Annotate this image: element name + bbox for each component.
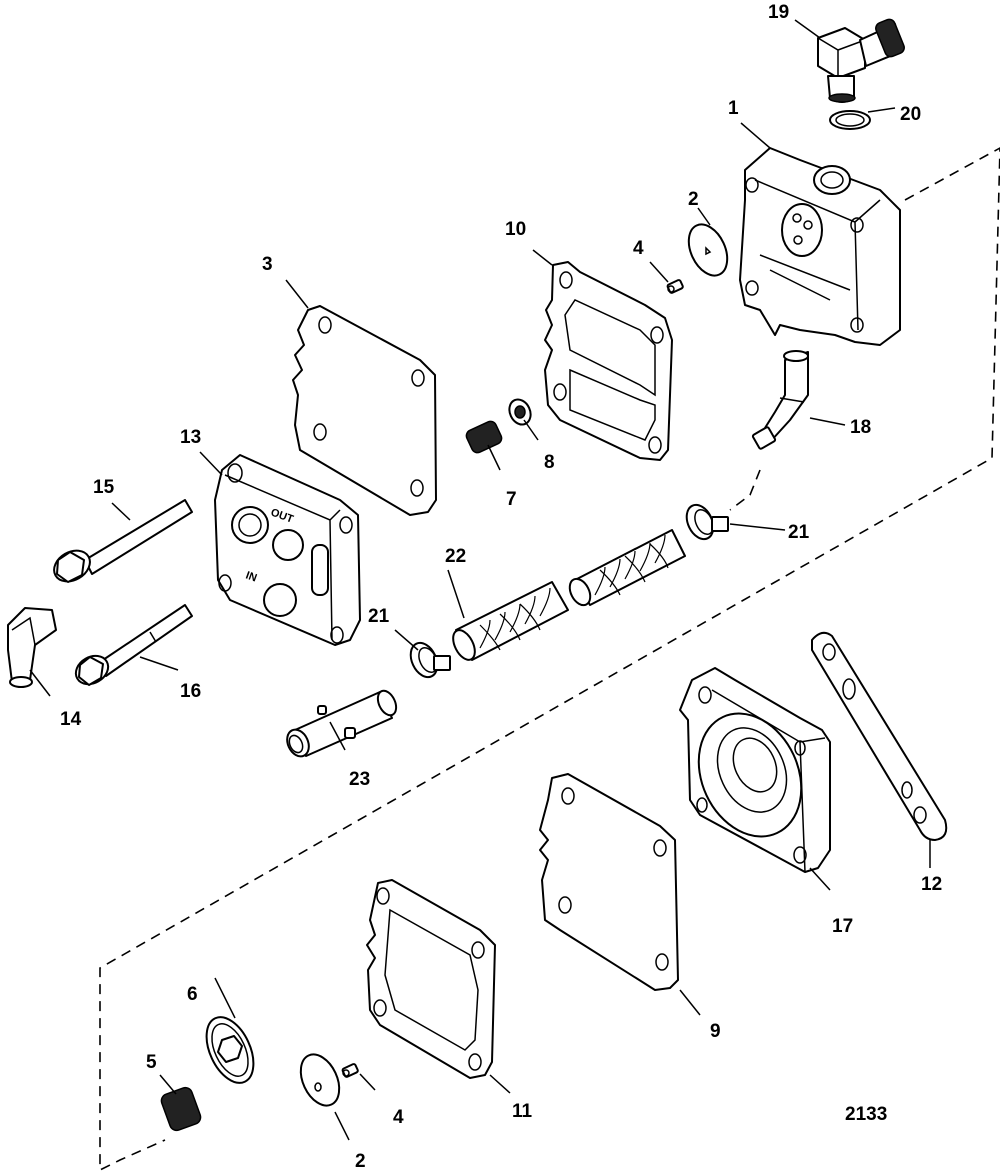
gasket-plate-lower — [539, 773, 679, 991]
assembly-guide-lines — [99, 147, 1000, 1172]
tee-fitting — [286, 689, 398, 758]
callout-4-lower: 4 — [393, 1107, 404, 1128]
callout-20: 20 — [900, 104, 921, 125]
callout-10: 10 — [505, 219, 526, 240]
callout-12: 12 — [921, 874, 942, 895]
callout-7: 7 — [506, 489, 517, 510]
callout-21-right: 21 — [788, 522, 810, 543]
braided-hose — [452, 529, 686, 661]
callout-21-left: 21 — [368, 606, 390, 627]
strap — [811, 631, 948, 841]
hose-clamp-left — [409, 641, 451, 679]
spring-upper — [465, 420, 503, 454]
cover: OUT IN — [214, 454, 361, 646]
callout-9: 9 — [710, 1021, 721, 1042]
retainer-upper — [666, 279, 684, 294]
callout-23: 23 — [349, 769, 370, 790]
check-valve-disc-lower — [299, 1053, 341, 1107]
retainer-lower — [341, 1063, 359, 1078]
elbow-fitting-right — [751, 350, 809, 450]
callout-8: 8 — [544, 452, 555, 473]
hose-routing-guide — [729, 469, 761, 511]
short-bolt — [74, 604, 193, 686]
callout-17: 17 — [832, 916, 853, 937]
elbow-fitting-top — [817, 18, 905, 103]
long-bolt — [53, 499, 193, 583]
figure-number: 2133 — [845, 1104, 887, 1125]
callout-1: 1 — [728, 98, 739, 119]
base-housing — [679, 667, 831, 873]
callout-15: 15 — [93, 477, 115, 498]
callout-18: 18 — [850, 417, 871, 438]
callout-13: 13 — [180, 427, 201, 448]
o-ring — [829, 110, 871, 130]
callout-4-upper: 4 — [633, 238, 644, 259]
gasket-lower — [366, 879, 496, 1079]
check-valve-disc-upper — [687, 223, 729, 277]
callout-16: 16 — [180, 681, 201, 702]
callout-6: 6 — [187, 984, 198, 1005]
spring-cap — [508, 398, 532, 426]
callout-22: 22 — [445, 546, 466, 567]
callout-3: 3 — [262, 254, 273, 275]
cover-in-marking: IN — [244, 570, 258, 585]
pump-body — [739, 147, 901, 346]
spring-lower — [160, 1086, 202, 1132]
callout-19: 19 — [768, 2, 789, 23]
gasket-upper — [544, 261, 673, 461]
gasket-plate — [292, 305, 437, 516]
callout-labels: 19 20 1 2 4 10 3 8 7 18 13 15 21 22 21 1… — [60, 2, 942, 1172]
callout-11: 11 — [512, 1101, 533, 1122]
callout-2-upper: 2 — [688, 189, 699, 210]
elbow-fitting-left — [7, 607, 57, 688]
callout-14: 14 — [60, 709, 82, 730]
leader-lines — [29, 19, 931, 1141]
diaphragm-cap — [205, 1016, 255, 1084]
hose-clamp-right — [685, 503, 729, 541]
callout-2-lower: 2 — [355, 1151, 366, 1172]
callout-5: 5 — [146, 1052, 157, 1073]
